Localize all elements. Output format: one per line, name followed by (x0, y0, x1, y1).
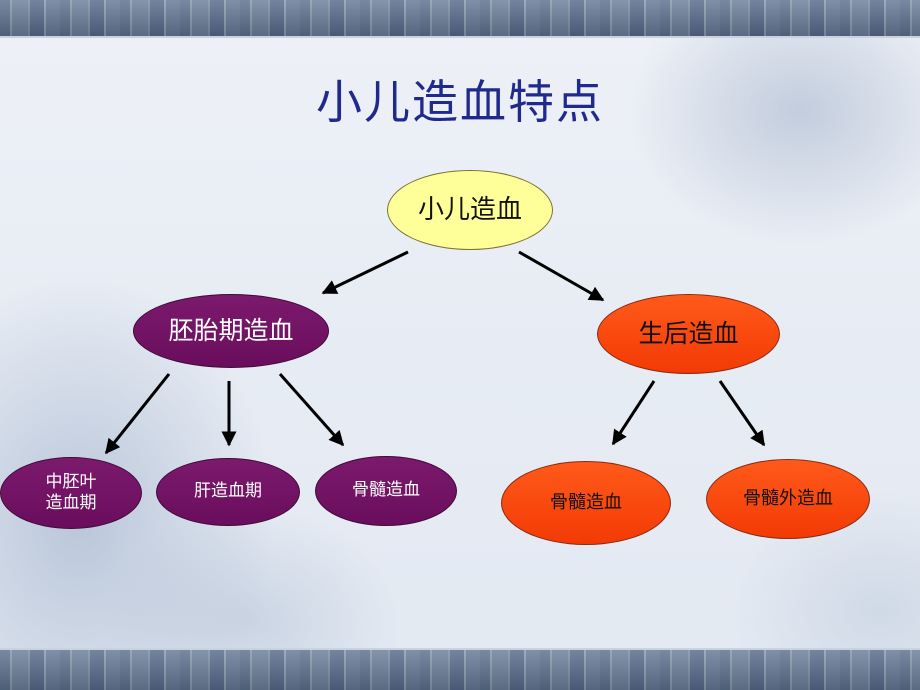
arrow-embryo-to-mesoblastic (104, 373, 171, 455)
hepatic-stage-node: 肝造血期 (156, 458, 300, 526)
arrow-root-to-embryo (321, 250, 409, 295)
root-node: 小儿造血 (387, 170, 553, 250)
top-decorative-band (0, 0, 920, 36)
embryonic-hematopoiesis-node: 胚胎期造血 (133, 294, 329, 368)
bottom-decorative-band (0, 650, 920, 690)
embryonic-marrow-label: 骨髓造血 (352, 480, 420, 501)
extramedullary-node: 骨髓外造血 (706, 459, 870, 539)
postnatal-hematopoiesis-node: 生后造血 (597, 294, 780, 374)
postnatal-marrow-node: 骨髓造血 (501, 461, 671, 545)
bottom-band-divider (0, 648, 920, 650)
postnatal-marrow-label: 骨髓造血 (550, 491, 622, 513)
hepatic-stage-label: 肝造血期 (194, 481, 262, 502)
embryonic-marrow-node: 骨髓造血 (315, 456, 457, 526)
extramedullary-label: 骨髓外造血 (743, 487, 833, 509)
root-node-label: 小儿造血 (417, 194, 522, 225)
arrow-root-to-postnatal (518, 250, 605, 302)
arrow-postnatal-to-extramedullary (718, 380, 766, 447)
embryonic-hematopoiesis-label: 胚胎期造血 (168, 316, 294, 346)
postnatal-hematopoiesis-label: 生后造血 (638, 319, 739, 349)
arrow-embryo-to-marrow (278, 373, 345, 447)
arrow-postnatal-to-marrow (611, 380, 656, 446)
mesoblastic-stage-label: 中胚叶 造血期 (45, 471, 97, 513)
slide-title: 小儿造血特点 (316, 75, 604, 129)
mesoblastic-stage-node: 中胚叶 造血期 (0, 457, 142, 529)
top-band-divider (0, 36, 920, 38)
